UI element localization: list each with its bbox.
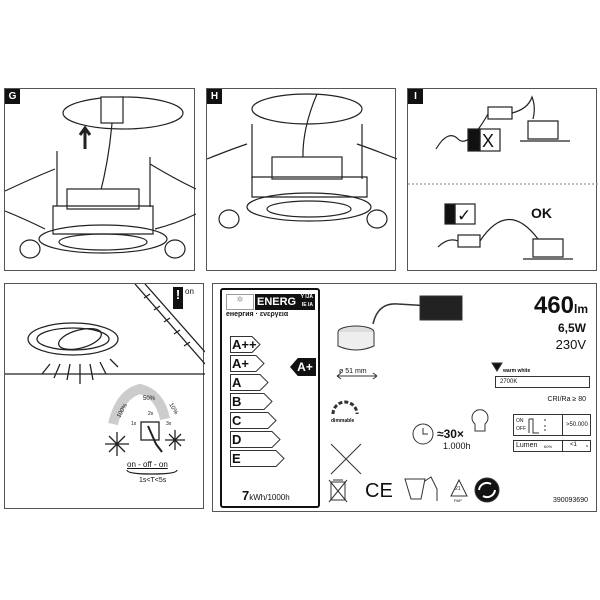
cri-label: CRI/Ra ≥ 80 [547, 396, 586, 403]
ok-label: OK [531, 205, 552, 221]
lumen-label: Lumen [516, 442, 538, 449]
step-label: G [5, 89, 20, 104]
lumen-unit: lm [573, 302, 588, 316]
notice-on-label: on [185, 287, 194, 296]
color-temp-name: warm white [503, 368, 531, 374]
energy-header-text: ENERG [257, 296, 297, 308]
recycle-code: 21 [455, 486, 461, 492]
divider [562, 441, 563, 451]
lifetime-factor: ≈30× [437, 427, 464, 441]
step-label: H [207, 89, 222, 104]
energy-label: ✲ ENERG Y IJA IE IA енергия · ενεργεια A… [220, 288, 320, 508]
energy-rating-badge: A+ [290, 358, 316, 376]
press-1x: 1x [131, 421, 137, 427]
energy-consumption: 7kWh/1000h [242, 488, 290, 503]
press-2x: 2x [148, 411, 154, 417]
step-g-panel: G [4, 88, 196, 271]
step-label: I [408, 89, 423, 104]
color-temp-value: 2700K [500, 379, 518, 385]
ce-mark: CE [365, 480, 393, 502]
install-illustration [5, 96, 196, 259]
switch-timing: 1s<T<5s [139, 477, 167, 484]
lumen-time-unit: s [586, 443, 588, 448]
energy-header: ENERG Y IJA IE IA [255, 294, 315, 310]
energy-rating: A+ [297, 360, 313, 374]
energy-class-1: A++ [230, 336, 261, 353]
lumen-pct: 60% [544, 444, 553, 449]
article-number: 390093690 [552, 497, 588, 504]
consumption-unit: kWh/1000h [249, 493, 290, 502]
product-info-panel: ✲ ENERG Y IJA IE IA енергия · ενεργεια A… [212, 283, 597, 512]
dimming-illustration [5, 284, 205, 475]
energy-class-label: B [232, 394, 242, 409]
energy-langs-1: Y IJA [300, 294, 313, 300]
energy-subtitle: енергия · ενεργεια [226, 311, 289, 318]
lumen-time: <1 [570, 442, 577, 448]
lifetime-hours: 1.000h [443, 441, 471, 451]
level-50: 50% [143, 396, 156, 402]
step-i-panel: I X ✓ OK [407, 88, 598, 271]
notice-icon: ! [173, 287, 183, 309]
energy-class-4: B [230, 393, 273, 410]
energy-class-label: E [232, 451, 241, 466]
energy-class-3: A [230, 374, 269, 391]
switch-off-label: OFF [516, 426, 526, 432]
consumption-value: 7 [242, 488, 250, 503]
color-temp-box: 2700K [495, 376, 590, 388]
divider [562, 415, 563, 435]
energy-class-6: D [230, 431, 281, 448]
energy-class-label: A [232, 375, 242, 390]
switch-on-label: ON [516, 418, 524, 424]
wrong-x-icon: X [482, 131, 494, 151]
wiring-illustration: X ✓ [408, 95, 598, 260]
step-h-panel: H [206, 88, 397, 271]
lumen-maintenance-box: Lumen 60% <1 s [513, 440, 591, 452]
check-icon: ✓ [457, 206, 471, 225]
energy-class-2: A+ [230, 355, 265, 372]
eu-flag-icon: ✲ [226, 294, 254, 310]
power-label: 6,5W [557, 321, 586, 335]
install-illustration [207, 93, 397, 229]
energy-langs-2: IE IA [301, 302, 313, 308]
lumen-value: 460 [533, 292, 574, 319]
energy-class-label: A+ [232, 356, 249, 371]
switch-sequence: on - off - on [127, 460, 168, 469]
energy-class-5: C [230, 412, 277, 429]
switch-cycles-box: ON OFF >50.000 [513, 414, 591, 436]
energy-class-label: A++ [232, 337, 257, 352]
led-module-illustration [328, 295, 546, 503]
press-3x: 3x [166, 421, 172, 427]
energy-class-label: C [232, 413, 242, 428]
recycle-material: PAP [454, 498, 462, 503]
dimmable-label: dimmable [331, 418, 355, 424]
energy-class-7: E [230, 450, 285, 467]
dimming-panel: ! on 100% 50% 10% 1x 2x 3x on - off - on… [4, 283, 205, 509]
switch-cycles-value: >50.000 [566, 422, 588, 428]
lumen-output: 460lm [534, 292, 588, 320]
diameter-label: ø 51 mm [339, 368, 367, 375]
energy-class-label: D [232, 432, 242, 447]
voltage-label: 230V [555, 337, 586, 352]
